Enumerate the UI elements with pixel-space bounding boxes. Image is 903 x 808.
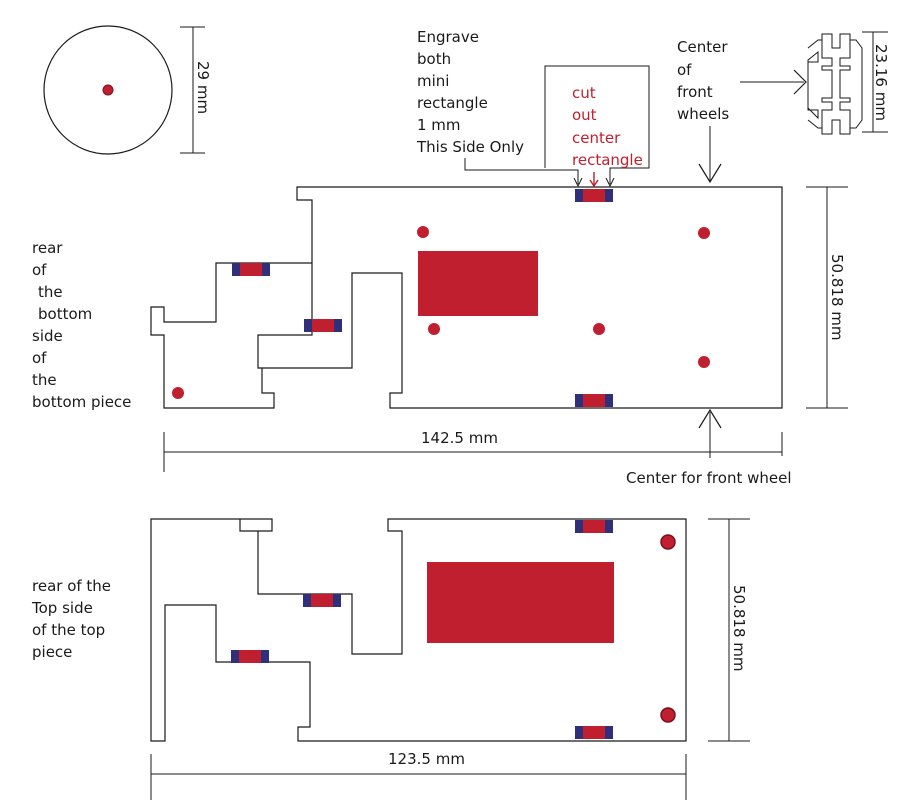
top-width-label: 50.818 mm — [730, 585, 748, 671]
cut-note-frame — [544, 65, 650, 184]
bottom-side-line-6: the — [32, 371, 57, 389]
center-front-wheels-line-0: Center — [677, 38, 728, 56]
bottom-hole — [428, 323, 440, 335]
top-piece-drawing: 50.818 mm 123.5 mm — [150, 518, 750, 800]
engrave-line-0: Engrave — [417, 28, 479, 46]
bottom-center-cutout — [418, 251, 538, 316]
bottom-piece-drawing: 50.818 mm 142.5 mm Center for front whee… — [150, 186, 848, 487]
engrave-note: Engrave both mini rectangle 1 mm This Si… — [416, 28, 583, 188]
bottom-side-line-1: of — [32, 261, 47, 279]
cut-red-arrow-head — [589, 179, 599, 188]
axle-part-notch-left — [807, 39, 822, 129]
top-length-label: 123.5 mm — [388, 750, 465, 768]
bottom-slot-left-lower — [304, 319, 342, 332]
cut-note: cut out center rectangle — [544, 65, 650, 188]
bottom-side-line-4: side — [32, 327, 63, 345]
engrave-leader-line — [464, 158, 579, 184]
top-slot-lower — [231, 650, 269, 663]
top-side-line-3: piece — [32, 643, 72, 661]
axle-part-outline — [807, 33, 851, 135]
top-piece-outline — [150, 518, 687, 742]
bottom-hole — [593, 323, 605, 335]
top-slot-mid — [303, 594, 341, 607]
center-front-wheels-arrow-head — [698, 163, 722, 184]
cut-line-3: rectangle — [572, 151, 643, 169]
bottom-hole — [172, 387, 184, 399]
front-wheel-arrow-head — [698, 408, 722, 429]
center-front-wheels-line-1: of — [677, 61, 692, 79]
top-side-line-2: of the top — [32, 621, 105, 639]
top-side-label: rear of the Top side of the top piece — [31, 577, 111, 661]
axle-pointer-arrow-head — [793, 69, 807, 95]
center-front-wheels-note: Center of front wheels — [677, 38, 729, 184]
top-slot-bottom — [575, 726, 613, 739]
bottom-hole — [417, 226, 429, 238]
top-side-line-0: rear of the — [32, 577, 111, 595]
top-hole — [660, 707, 676, 723]
bottom-slot-bottom — [575, 394, 613, 407]
cut-line-2: center — [572, 129, 621, 147]
axle-part-drawing: 23.16 mm — [740, 31, 890, 135]
front-wheel-label: Center for front wheel — [626, 469, 792, 487]
bottom-width-label: 50.818 mm — [828, 254, 846, 340]
bottom-side-label: rear of the bottom side of the bottom pi… — [32, 239, 131, 411]
wheel-center-hole — [102, 84, 114, 96]
engrave-line-2: mini — [417, 72, 449, 90]
wheel-dimension-label: 29 mm — [194, 61, 212, 114]
bottom-side-line-2: the — [38, 283, 63, 301]
engrave-leader-arrow — [573, 177, 583, 188]
cut-line-0: cut — [572, 84, 596, 102]
engrave-line-5: This Side Only — [416, 138, 524, 156]
bottom-hole — [698, 356, 710, 368]
bottom-side-line-7: bottom piece — [32, 393, 131, 411]
cut-note-arrow — [605, 177, 615, 188]
top-center-cutout — [427, 562, 614, 643]
engrave-line-4: 1 mm — [417, 116, 461, 134]
center-front-wheels-line-3: wheels — [677, 105, 729, 123]
wheel-circle — [43, 25, 173, 155]
top-side-line-1: Top side — [31, 599, 93, 617]
engrave-line-1: both — [417, 50, 451, 68]
axle-part-notch-right — [850, 39, 863, 129]
bottom-side-line-0: rear — [32, 239, 63, 257]
engrave-line-3: rectangle — [417, 94, 488, 112]
top-slot-top — [575, 520, 613, 533]
bottom-slot-left-upper — [232, 263, 270, 276]
axle-dimension-label: 23.16 mm — [872, 44, 890, 121]
bottom-side-line-5: of — [32, 349, 47, 367]
bottom-hole — [698, 227, 710, 239]
center-front-wheels-line-2: front — [677, 83, 713, 101]
top-hole — [660, 534, 676, 550]
cut-line-1: out — [572, 106, 597, 124]
bottom-length-label: 142.5 mm — [421, 429, 498, 447]
bottom-side-line-3: bottom — [38, 305, 92, 323]
wheel-circle-drawing: 29 mm — [43, 25, 212, 155]
bottom-slot-top — [575, 189, 613, 202]
